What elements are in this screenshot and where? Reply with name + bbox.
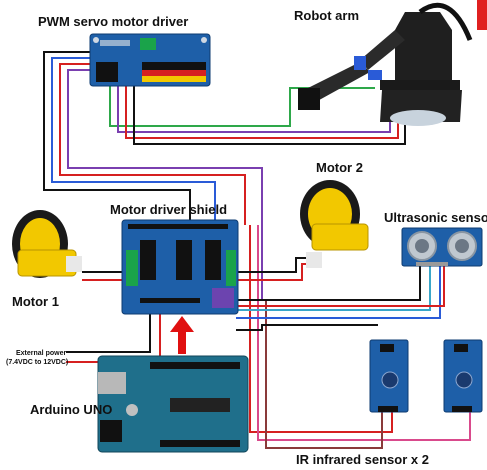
wire-arm-red [125,84,399,139]
wire-power-red [66,312,161,363]
corner-accent [477,0,487,30]
wire-ir-brown [265,300,383,449]
pwm-pin-headers [96,62,206,82]
label-motor2: Motor 2 [316,160,363,175]
ir-sensor-1 [369,339,409,413]
wire-us-blue [236,265,441,319]
label-pwm-driver: PWM servo motor driver [38,14,189,29]
ultrasonic-sensor [401,227,483,267]
wire-power-black [66,312,151,353]
wire-us-black [236,265,421,301]
robot-arm [298,2,473,126]
label-external-power: External power [16,350,67,357]
wire-ir-black [236,324,378,331]
wire-arm-purple [117,84,391,133]
ir-sensor-2 [443,339,483,413]
motor-driver-shield [121,219,239,315]
motor2-wheel [300,180,369,268]
wire-pwm-black [43,51,191,225]
label-ir-sensor: IR infrared sensor x 2 [296,452,429,467]
label-motor-shield: Motor driver shield [110,202,228,217]
label-motor1: Motor 1 [12,294,59,309]
label-ultrasonic: Ultrasonic senso [384,210,487,225]
motor1-wheel [12,210,82,278]
wire-pwm-blue [51,57,216,225]
pwm-driver-board [89,33,211,87]
arrow-up-icon [170,316,194,354]
wire-us-cyan [236,265,431,311]
label-external-power-range: (7.4VDC to 12VDC) [6,359,69,366]
wire-pwm-red [59,63,246,225]
label-robot-arm: Robot arm [294,8,359,23]
wires [43,51,471,449]
wire-ir-pink [257,225,471,441]
wire-us-red [236,265,445,307]
wire-arm-black [133,84,406,145]
wire-ir-red [249,225,393,433]
label-arduino: Arduino UNO [30,402,113,417]
arduino-uno-board [97,355,249,453]
